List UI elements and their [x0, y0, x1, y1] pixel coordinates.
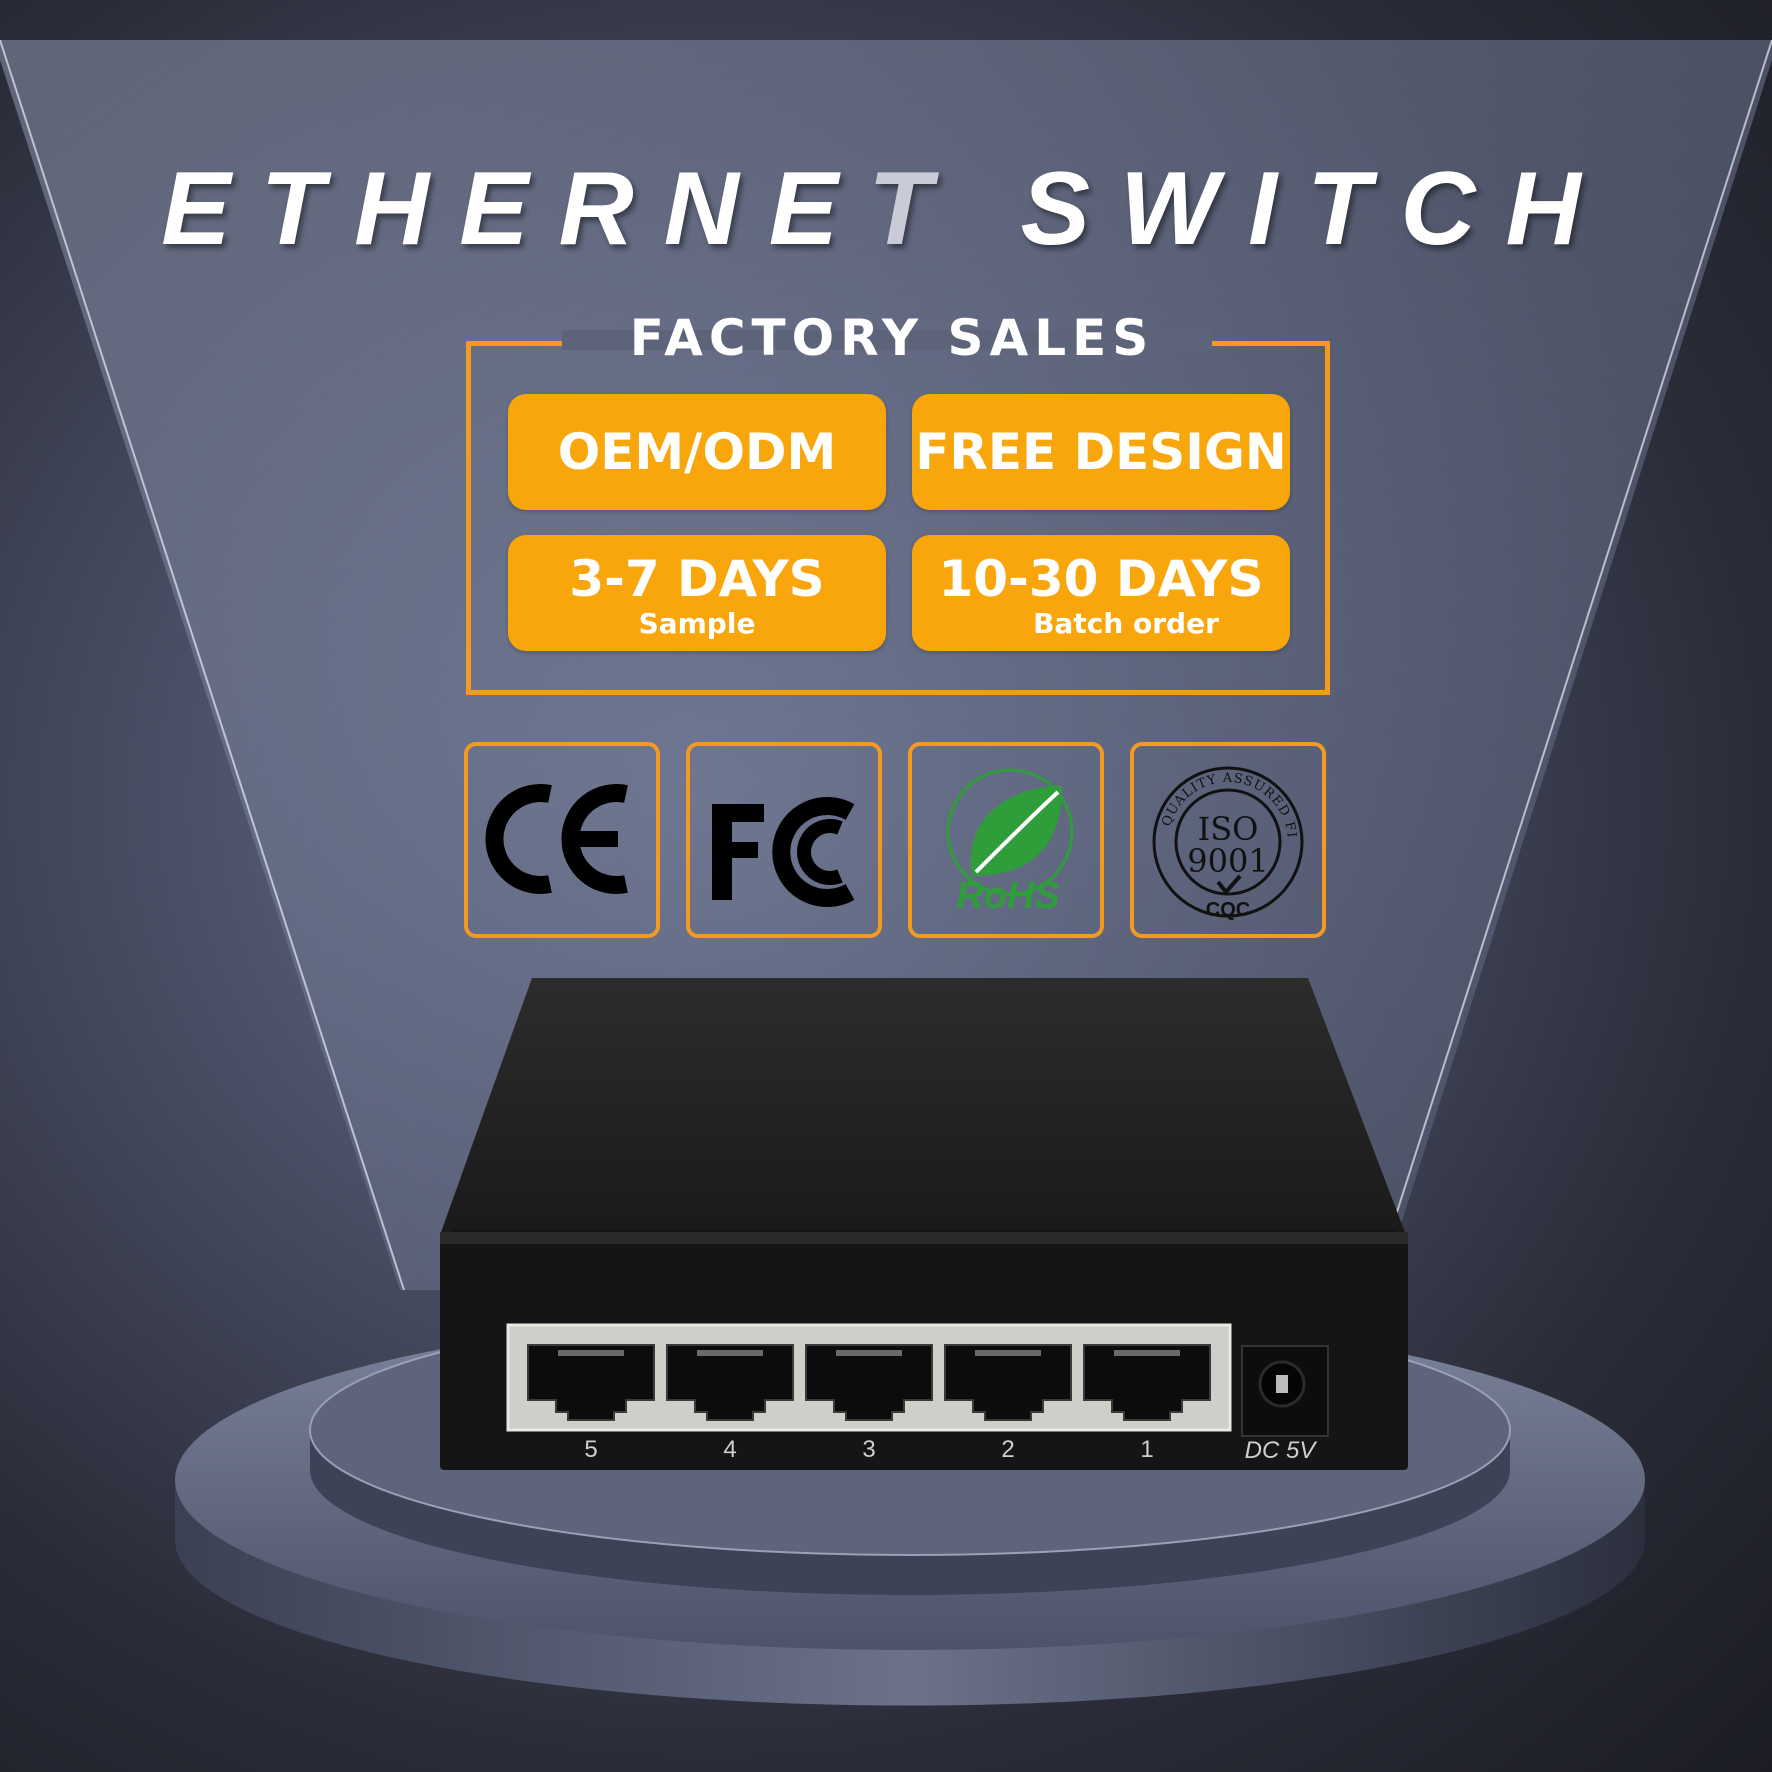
iso-line2: 9001: [1187, 842, 1268, 880]
feature-label: 10-30 DAYS: [938, 550, 1264, 608]
cert-iso: QUALITY ASSURED FIRM ISO 9001 CQC: [1130, 742, 1326, 938]
cert-rohs: RoHS: [908, 742, 1104, 938]
features-heading: FACTORY SALES: [629, 309, 1155, 367]
title-text: ETHERNE: [161, 151, 869, 267]
iso-9001-seal-icon: QUALITY ASSURED FIRM ISO 9001 CQC: [1134, 746, 1304, 921]
ce-mark-icon: [485, 784, 628, 894]
feature-sublabel: Sample: [638, 607, 756, 640]
power-label: DC 5V: [1245, 1437, 1318, 1464]
rohs-label: RoHS: [956, 875, 1059, 917]
dc-jack: [1241, 1345, 1329, 1437]
port-number-label: 1: [1140, 1436, 1153, 1463]
port-labels: 5 4 3 2 1: [584, 1436, 1153, 1463]
feature-label: 3-7 DAYS: [569, 550, 825, 608]
rj45-port: [1083, 1344, 1211, 1421]
feature-oem-odm: OEM/ODM: [508, 394, 886, 510]
port-number-label: 5: [584, 1436, 597, 1463]
feature-sublabel: Batch order: [1033, 607, 1219, 640]
fcc-mark-icon: [712, 797, 855, 907]
cert-fcc: [686, 742, 882, 938]
title-text-end: SWITCH: [961, 151, 1611, 267]
port-number-label: 3: [862, 1436, 875, 1463]
title-text-faded: T: [868, 151, 962, 267]
rj45-port: [666, 1344, 794, 1421]
rohs-leaf-icon: RoHS: [946, 768, 1074, 917]
rj45-port: [805, 1344, 933, 1421]
rj45-ports: [527, 1344, 1211, 1421]
frame-label-gap: [562, 330, 1212, 350]
feature-batch-time: 10-30 DAYS Batch order: [912, 535, 1290, 651]
page-title: ETHERNET SWITCH: [0, 150, 1772, 269]
rj45-port: [527, 1344, 655, 1421]
feature-label: FREE DESIGN: [915, 423, 1287, 481]
ethernet-switch-device: 5 4 3 2 1 DC 5V: [440, 978, 1408, 1470]
rj45-port: [944, 1344, 1072, 1421]
cert-ce: [464, 742, 660, 938]
feature-label: OEM/ODM: [557, 423, 837, 481]
feature-free-design: FREE DESIGN: [912, 394, 1290, 510]
port-number-label: 4: [723, 1436, 736, 1463]
port-number-label: 2: [1001, 1436, 1014, 1463]
iso-line1: ISO: [1198, 810, 1259, 848]
iso-footer: CQC: [1206, 899, 1250, 921]
feature-sample-time: 3-7 DAYS Sample: [508, 535, 886, 651]
